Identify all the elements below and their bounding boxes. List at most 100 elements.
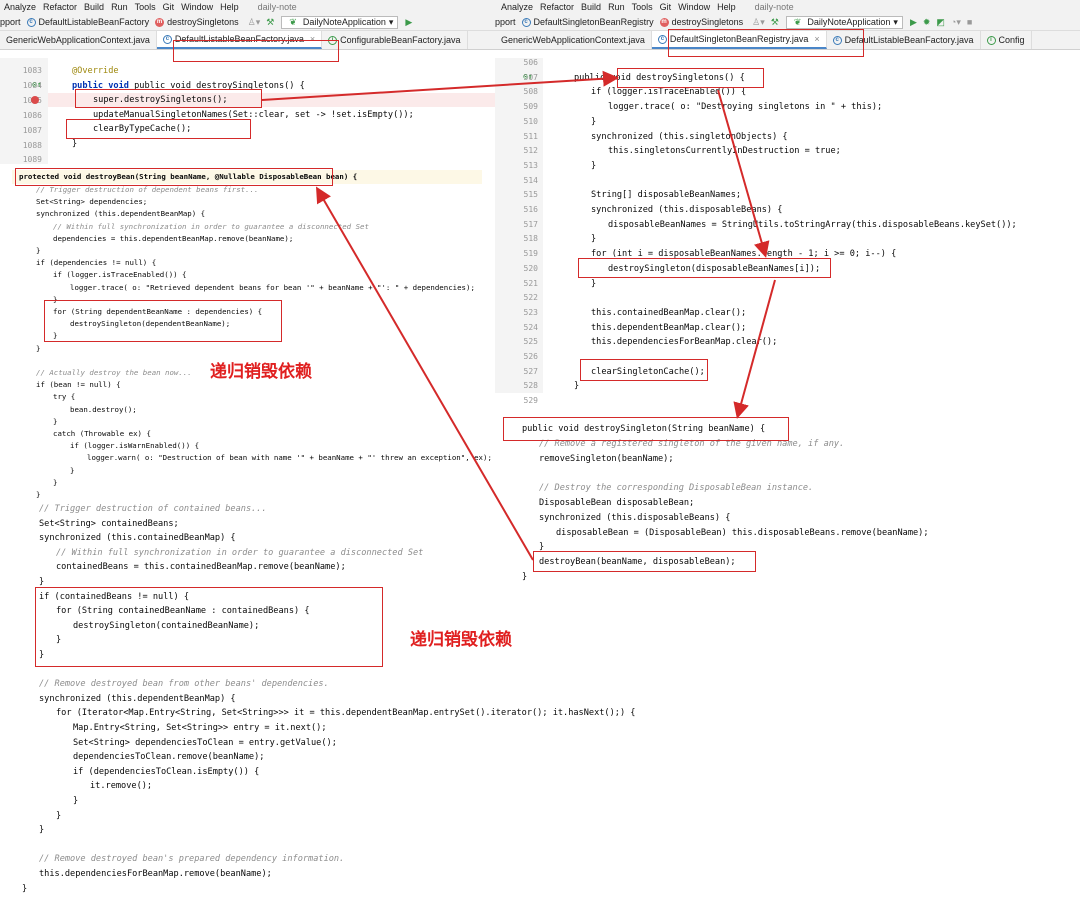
line-number: 525 [523,337,538,347]
menu-window[interactable]: Window [678,2,711,12]
menu-tools[interactable]: Tools [134,2,156,12]
code-line: for (Iterator<Map.Entry<String, Set<Stri… [56,708,636,719]
hammer-icon[interactable]: ⚒ [770,16,779,27]
class-icon: c [657,34,667,44]
menu-window[interactable]: Window [181,2,214,12]
code-line: it.remove(); [90,781,153,792]
code-line: destroySingleton(disposableBeanNames[i])… [608,263,821,274]
annotation-recursive-destroy-1: 递归销毁依赖 [210,362,312,382]
code-line: for (int i = disposableBeanNames.length … [591,249,897,260]
run-config-select[interactable]: ❦DailyNoteApplication▾ [281,15,399,29]
code-line: destroySingleton(dependentBeanName); [70,319,231,329]
menu-analyze[interactable]: Analyze [4,2,37,12]
code-line: updateManualSingletonNames(Set::clear, s… [93,110,414,120]
line-number: 510 [523,116,538,126]
highlight-clear-by-type-cache [66,119,251,139]
coverage-icon[interactable]: ◩ [936,16,945,27]
code-line: this.singletonsCurrentlyInDestruction = … [608,146,841,157]
menu-git[interactable]: Git [162,2,175,12]
left-gutter: 1083 1084 1085 1086 1087 1088 1089 [0,58,48,164]
menu-analyze[interactable]: Analyze [501,2,534,12]
menu-tools[interactable]: Tools [631,2,653,12]
code-line: synchronized (this.containedBeanMap) { [39,533,236,544]
profile-icon[interactable]: ◔▾ [950,16,961,27]
code-line: } [36,246,41,255]
run-config-select[interactable]: ❦DailyNoteApplication▾ [785,15,903,29]
code-line: Map.Entry<String, Set<String>> entry = i… [73,723,327,733]
debug-icon[interactable]: ✹ [922,16,931,27]
user-icon[interactable]: ♙▾ [247,16,261,27]
code-line: catch (Throwable ex) { [53,429,151,438]
breadcrumb-class-label: DefaultSingletonBeanRegistry [533,17,654,27]
tab-label: DefaultListableBeanFactory.java [174,34,304,44]
menu-refactor[interactable]: Refactor [540,2,575,12]
breakpoint-icon[interactable] [31,96,39,104]
code-line: Set<String> dependencies; [36,197,148,207]
breadcrumb-package[interactable]: pport [495,17,516,27]
menu-run[interactable]: Run [111,2,128,12]
line-number: 516 [523,205,538,214]
code-line: } [73,796,79,806]
tab-generic-web[interactable]: GenericWebApplicationContext.java [495,31,652,49]
code-line: } [591,234,597,245]
stop-icon[interactable]: ■ [966,17,973,27]
spring-icon: ❦ [289,16,297,27]
menu-build[interactable]: Build [581,2,602,12]
tab-label: DefaultListableBeanFactory.java [844,35,974,45]
hammer-icon[interactable]: ⚒ [266,16,275,27]
line-number: 1087 [22,126,42,135]
line-number: 529 [523,396,538,406]
code-line: } [39,577,45,587]
line-number: 511 [523,131,538,141]
code-line: } [56,810,62,821]
code-line: synchronized (this.dependentBeanMap) { [39,693,236,704]
tab-generic-web[interactable]: GenericWebApplicationContext.java [0,31,157,49]
code-line: String[] disposableBeanNames; [591,190,742,201]
project-name: daily-note [754,2,794,12]
code-line: } [53,477,58,487]
code-line: } [53,416,58,426]
menu-help[interactable]: Help [717,2,736,12]
menu-run[interactable]: Run [608,2,625,12]
override-marker-icon[interactable]: ⊙↑ [523,72,533,81]
close-icon[interactable]: × [814,34,820,44]
code-line: destroyBean(beanName, disposableBean); [539,557,736,568]
code-line: synchronized (this.dependentBeanMap) { [36,209,206,219]
code-line: // Destroy the corresponding DisposableB… [539,483,814,494]
tab-label: GenericWebApplicationContext.java [6,35,150,45]
menu-build[interactable]: Build [84,2,105,12]
run-icon[interactable]: ▶ [909,16,917,27]
line-number: 521 [523,278,538,288]
code-line: } [39,650,45,660]
line-number: 513 [523,160,538,170]
code-line: } [522,572,528,582]
method-icon: m [659,17,669,27]
code-line: destroySingleton(containedBeanName); [73,620,260,631]
code-line: dependenciesToClean.remove(beanName); [73,752,265,763]
menu-git[interactable]: Git [659,2,672,12]
line-number: 507 [523,72,538,82]
code-line: if (logger.isTraceEnabled()) { [53,270,187,280]
arrow-destroy-bean-back [315,186,534,561]
breadcrumb-package[interactable]: pport [0,17,21,27]
method-name[interactable]: public void destroySingletons() { [134,81,305,91]
user-icon[interactable]: ♙▾ [752,16,765,27]
menu-refactor[interactable]: Refactor [43,2,78,12]
close-icon[interactable]: × [309,34,316,44]
tab-label: ConfigurableBeanFactory.java [340,35,461,45]
run-icon[interactable]: ▶ [405,16,413,27]
highlight-clear-singleton-cache [580,359,708,381]
code-line: clearSingletonCache(); [591,366,705,377]
override-marker-icon[interactable]: ⊙↑ [32,80,42,89]
arrow-signature-to-loop [717,89,770,258]
code-line: if (bean != null) { [36,380,121,390]
menu-help[interactable]: Help [220,2,239,12]
